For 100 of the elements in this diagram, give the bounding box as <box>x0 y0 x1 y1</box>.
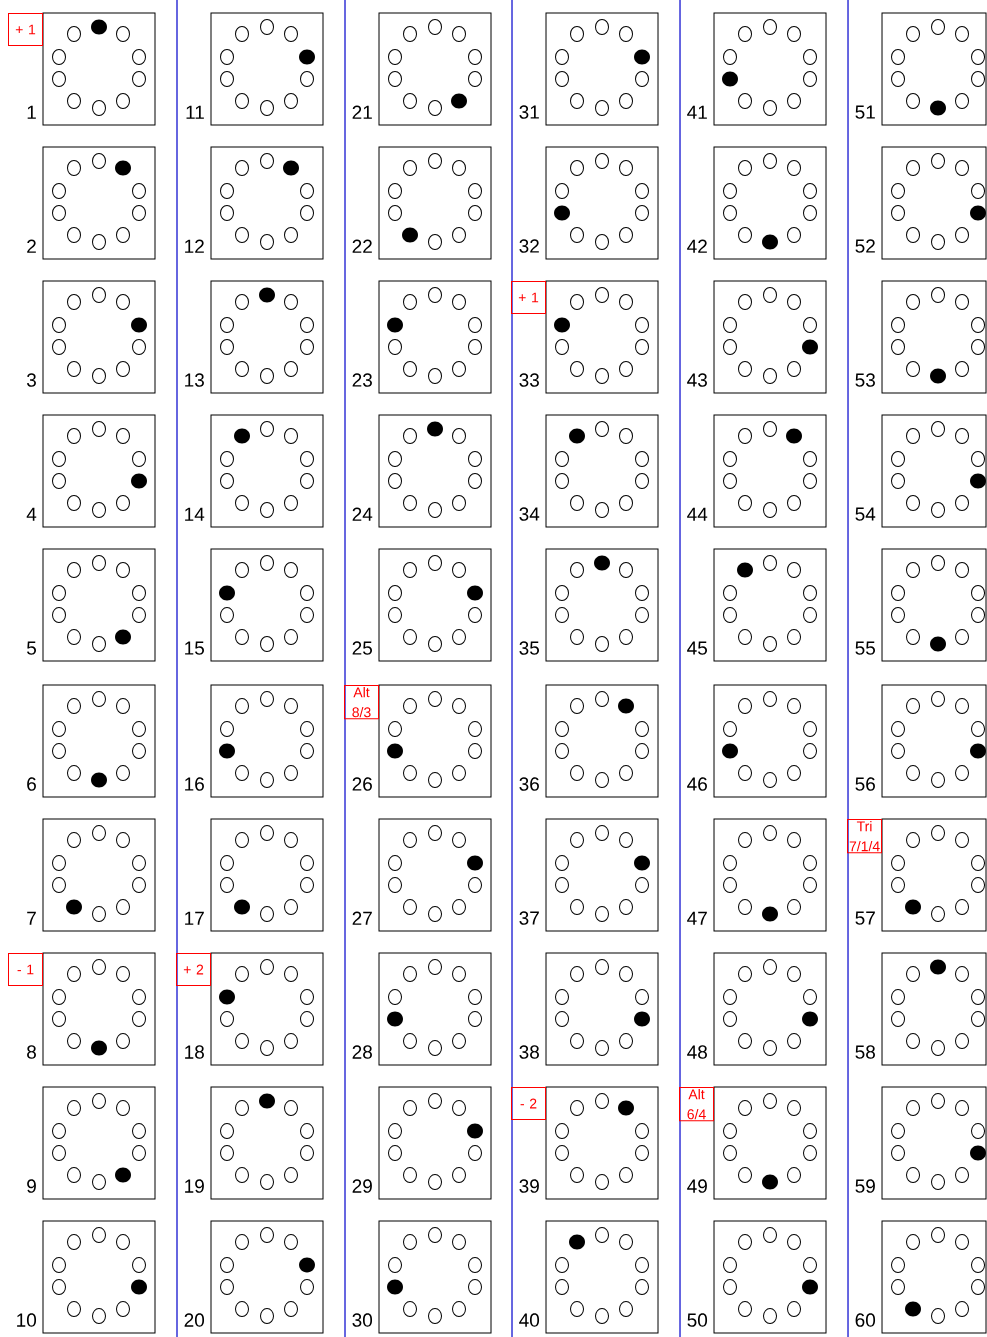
number-label: 51 <box>855 105 875 119</box>
note-box: Alt 6/4 <box>679 1087 714 1122</box>
dial-drawing <box>713 414 827 528</box>
number-label: 55 <box>855 641 875 655</box>
dial-drawing <box>881 952 987 1066</box>
number-label: 43 <box>687 373 707 387</box>
number-label: 50 <box>687 1313 708 1327</box>
number-label: 16 <box>185 777 204 791</box>
number-label: 28 <box>352 1045 372 1059</box>
number-label: 8 <box>27 1045 36 1059</box>
dial-drawing <box>713 280 827 394</box>
dial-drawing <box>210 280 324 394</box>
number-label: 32 <box>519 239 539 253</box>
number-label: 48 <box>687 1045 707 1059</box>
number-label: 47 <box>687 911 707 925</box>
number-label: 38 <box>519 1045 539 1059</box>
dial-drawing <box>545 818 659 932</box>
number-label: 39 <box>519 1179 539 1193</box>
dial-drawing <box>210 684 324 798</box>
dial-drawing <box>881 280 987 394</box>
number-label: 4 <box>26 507 37 521</box>
dial-drawing <box>378 684 492 798</box>
dial-drawing <box>545 12 659 126</box>
number-label: 45 <box>687 641 707 655</box>
dial-drawing <box>378 548 492 662</box>
dial-drawing <box>545 280 659 394</box>
number-label: 59 <box>855 1179 875 1193</box>
number-label: 14 <box>185 507 205 521</box>
dial-drawing <box>378 12 492 126</box>
note-box: - 2 <box>511 1087 546 1120</box>
dial-drawing <box>713 684 827 798</box>
dial-drawing <box>881 1086 987 1200</box>
dial-drawing <box>545 684 659 798</box>
number-label: 25 <box>352 641 372 655</box>
dial-drawing <box>42 1086 156 1200</box>
dial-drawing <box>210 818 324 932</box>
number-label: 30 <box>352 1313 373 1327</box>
dial-drawing <box>42 818 156 932</box>
number-label: 1 <box>27 105 36 119</box>
note-box: Tri 7/1/4 <box>847 819 882 854</box>
number-label: 15 <box>185 641 204 655</box>
dial-drawing <box>378 1220 492 1334</box>
number-label: 34 <box>519 507 540 521</box>
dial-drawing <box>210 146 324 260</box>
dial-drawing <box>713 952 827 1066</box>
dial-drawing <box>210 414 324 528</box>
number-label: 9 <box>27 1179 36 1193</box>
dial-drawing <box>210 1086 324 1200</box>
note-box: + 1 <box>511 281 546 314</box>
number-label: 24 <box>352 507 373 521</box>
dial-drawing <box>210 548 324 662</box>
number-label: 19 <box>185 1179 204 1193</box>
number-label: 7 <box>27 911 36 925</box>
number-label: 44 <box>687 507 708 521</box>
number-label: 13 <box>185 373 204 387</box>
number-label: 3 <box>26 373 36 387</box>
number-label: 54 <box>855 507 876 521</box>
dial-drawing <box>713 1220 827 1334</box>
dial-drawing <box>881 818 987 932</box>
note-box: - 1 <box>8 953 43 986</box>
number-label: 41 <box>687 105 707 119</box>
number-label: 12 <box>185 239 204 253</box>
dial-drawing <box>545 146 659 260</box>
dial-drawing <box>42 146 156 260</box>
note-box: + 2 <box>176 953 211 986</box>
dial-drawing <box>378 818 492 932</box>
dial-drawing <box>378 414 492 528</box>
number-label: 49 <box>687 1179 707 1193</box>
dial-drawing <box>42 280 156 394</box>
dial-drawing <box>42 12 156 126</box>
number-label: 36 <box>519 777 539 791</box>
number-label: 56 <box>855 777 875 791</box>
number-label: 52 <box>855 239 875 253</box>
dial-drawing <box>42 414 156 528</box>
dial-drawing <box>545 952 659 1066</box>
dial-drawing <box>881 12 987 126</box>
number-label: 31 <box>519 105 539 119</box>
number-label: 40 <box>519 1313 540 1327</box>
dial-drawing <box>713 1086 827 1200</box>
dial-drawing <box>713 146 827 260</box>
note-box: + 1 <box>8 13 43 46</box>
number-label: 21 <box>352 105 372 119</box>
number-label: 5 <box>27 641 36 655</box>
dial-drawing <box>42 548 156 662</box>
dial-drawing <box>881 684 987 798</box>
number-label: 35 <box>519 641 539 655</box>
note-box: Alt 8/3 <box>344 685 379 720</box>
dial-drawing <box>378 146 492 260</box>
number-label: 26 <box>352 777 372 791</box>
dial-drawing <box>378 280 492 394</box>
dial-drawing <box>545 1086 659 1200</box>
number-label: 11 <box>186 105 204 119</box>
dial-drawing <box>881 414 987 528</box>
dial-drawing <box>42 684 156 798</box>
number-label: 22 <box>352 239 372 253</box>
dial-drawing <box>881 146 987 260</box>
number-label: 53 <box>855 373 875 387</box>
number-label: 60 <box>855 1313 876 1327</box>
dial-drawing <box>713 818 827 932</box>
dial-drawing <box>42 1220 156 1334</box>
